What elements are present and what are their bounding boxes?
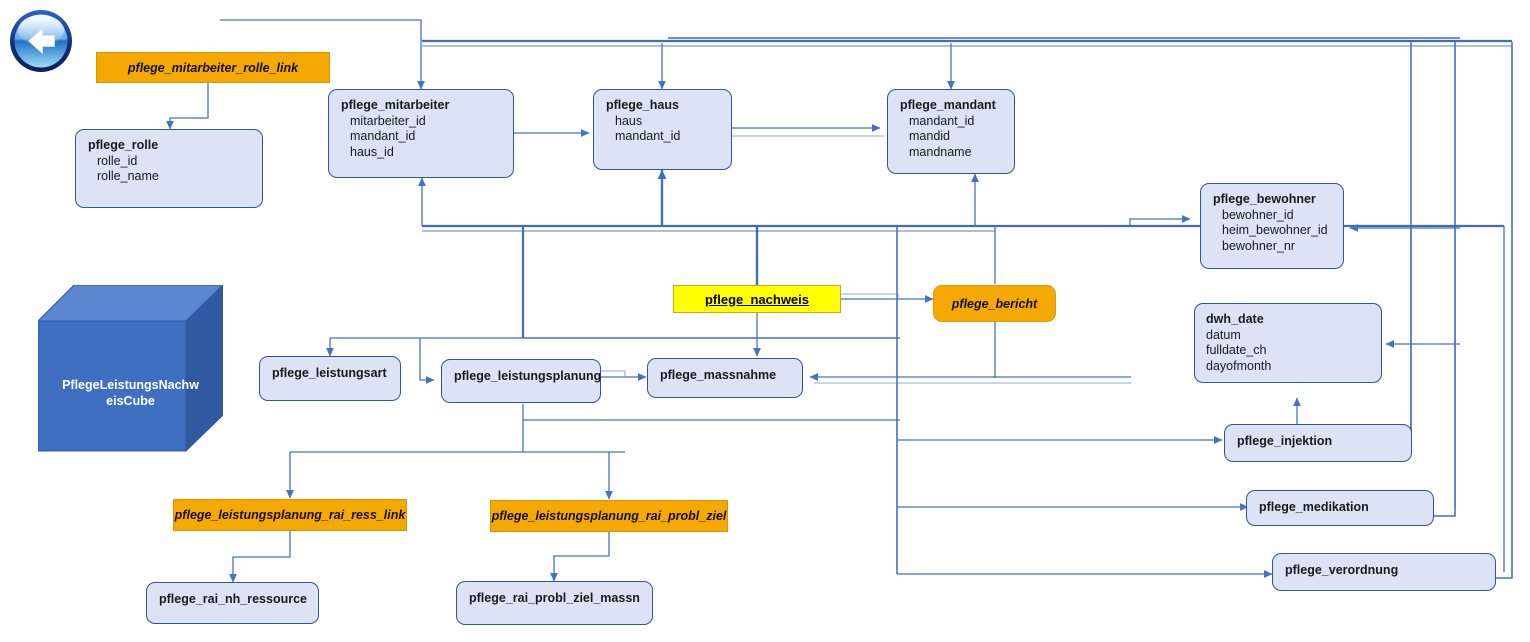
- entity-field: mandant_id: [350, 129, 416, 143]
- entity-field: mandant_id: [615, 129, 681, 143]
- entity-field: rolle_name: [97, 169, 159, 183]
- entity-field: haus_id: [350, 144, 394, 159]
- entity-title: pflege_rai_nh_ressource: [159, 592, 307, 606]
- back-arrow-icon[interactable]: [8, 8, 74, 74]
- entity-field: haus: [615, 113, 643, 128]
- entity-title: dwh_date: [1206, 312, 1264, 326]
- entity-pflege-verordnung[interactable]: pflege_verordnung: [1272, 553, 1496, 591]
- entity-field: dayofmonth: [1206, 358, 1272, 373]
- link-table-label: pflege_bericht: [951, 296, 1038, 311]
- link-table-pflege-mitarbeiter-rolle-link[interactable]: pflege_mitarbeiter_rolle_link: [96, 52, 330, 83]
- entity-pflege-rai-nh-ressource[interactable]: pflege_rai_nh_ressource: [146, 582, 319, 624]
- entity-pflege-leistungsplanung[interactable]: pflege_leistungsplanung: [441, 359, 601, 403]
- entity-title: pflege_mitarbeiter: [341, 98, 450, 112]
- link-table-pflege-bericht[interactable]: pflege_bericht: [933, 285, 1056, 322]
- entity-title: pflege_massnahme: [660, 368, 777, 382]
- entity-field: datum: [1206, 327, 1241, 342]
- link-table-label: pflege_leistungsplanung_rai_ress_link: [174, 508, 406, 522]
- entity-title: pflege_leistungsplanung: [454, 369, 602, 383]
- link-table-pflege-leistungsplanung-rai-ress-link[interactable]: pflege_leistungsplanung_rai_ress_link: [173, 499, 407, 531]
- entity-title: pflege_injektion: [1237, 434, 1333, 448]
- entity-field: bewohner_nr: [1222, 238, 1295, 253]
- entity-pflege-rolle[interactable]: pflege_rolle rolle_id rolle_name: [75, 129, 263, 208]
- entity-pflege-haus[interactable]: pflege_haus haus mandant_id: [593, 89, 732, 170]
- entity-field: mandid: [909, 129, 950, 143]
- entity-pflege-bewohner[interactable]: pflege_bewohner bewohner_id heim_bewohne…: [1200, 183, 1344, 269]
- entity-title: pflege_mandant: [900, 98, 996, 112]
- fact-table-label: pflege_nachweis: [704, 291, 810, 307]
- entity-field: rolle_id: [97, 153, 138, 168]
- entity-pflege-rai-probl-ziel-massn[interactable]: pflege_rai_probl_ziel_massn: [456, 581, 653, 625]
- entity-title: pflege_leistungsart: [272, 366, 387, 380]
- entity-field: mitarbeiter_id: [350, 113, 426, 128]
- entity-pflege-medikation[interactable]: pflege_medikation: [1246, 490, 1434, 526]
- cube-pflegeleistungsnachweiscube[interactable]: PflegeLeistungsNachw eisCube: [36, 283, 225, 454]
- entity-pflege-injektion[interactable]: pflege_injektion: [1224, 424, 1412, 462]
- entity-pflege-leistungsart[interactable]: pflege_leistungsart: [259, 356, 401, 401]
- entity-pflege-mitarbeiter[interactable]: pflege_mitarbeiter mitarbeiter_id mandan…: [328, 89, 514, 178]
- entity-field: bewohner_id: [1222, 207, 1294, 222]
- cube-icon: [36, 283, 225, 453]
- entity-field: mandant_id: [909, 113, 975, 128]
- link-table-label: pflege_leistungsplanung_rai_probl_ziel: [491, 509, 727, 523]
- back-arrow-button[interactable]: [8, 8, 74, 74]
- entity-title: pflege_haus: [606, 98, 679, 112]
- entity-title: pflege_verordnung: [1285, 563, 1399, 577]
- entity-title: pflege_rolle: [88, 138, 159, 152]
- entity-field: mandname: [909, 144, 972, 159]
- entity-dwh-date[interactable]: dwh_date datum fulldate_ch dayofmonth: [1194, 303, 1382, 383]
- entity-title: pflege_bewohner: [1213, 192, 1316, 206]
- fact-table-pflege-nachweis[interactable]: pflege_nachweis: [673, 285, 841, 313]
- link-table-label: pflege_mitarbeiter_rolle_link: [127, 60, 299, 75]
- entity-field: fulldate_ch: [1206, 343, 1267, 357]
- entity-pflege-massnahme[interactable]: pflege_massnahme: [647, 358, 803, 398]
- entity-title: pflege_medikation: [1259, 500, 1369, 514]
- entity-pflege-mandant[interactable]: pflege_mandant mandant_id mandid mandnam…: [887, 89, 1015, 174]
- link-table-pflege-leistungsplanung-rai-probl-ziel[interactable]: pflege_leistungsplanung_rai_probl_ziel: [490, 500, 728, 532]
- entity-field: heim_bewohner_id: [1222, 223, 1328, 237]
- entity-title: pflege_rai_probl_ziel_massn: [469, 591, 640, 605]
